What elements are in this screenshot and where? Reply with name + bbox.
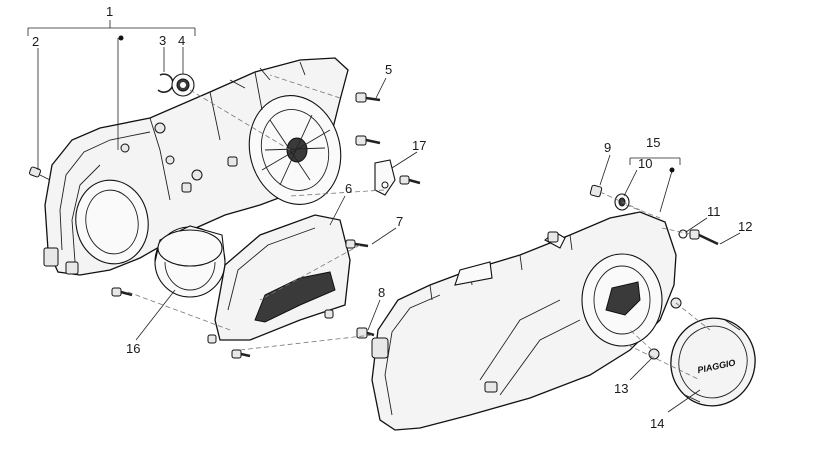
- bolt-12: [689, 229, 719, 246]
- outer-transmission-cover: [371, 211, 677, 431]
- callout-7: 7: [396, 214, 403, 229]
- bolt-9: [589, 184, 603, 198]
- callout-13: 13: [614, 381, 628, 396]
- callout-12: 12: [738, 219, 752, 234]
- callout-15: 15: [646, 135, 660, 150]
- callout-labels: 1 2 3 4 5 6 7 8 9 10 11 12 13 14 15 16 1…: [32, 4, 752, 431]
- air-duct-16: [154, 225, 226, 298]
- callout-3: 3: [159, 33, 166, 48]
- bracket-17: [374, 159, 421, 196]
- inner-crankcase-cover: [43, 57, 349, 276]
- bolt-2: [28, 166, 51, 181]
- callout-8: 8: [378, 285, 385, 300]
- assembly-lines: [127, 74, 711, 381]
- callout-14: 14: [650, 416, 664, 431]
- callout-6: 6: [345, 181, 352, 196]
- callout-10: 10: [638, 156, 652, 171]
- bearing-4: [171, 73, 195, 97]
- bolt-8: [356, 327, 375, 339]
- callout-16: 16: [126, 341, 140, 356]
- filter-housing-6: [111, 214, 369, 359]
- washer-11: [678, 229, 688, 239]
- callout-5: 5: [385, 62, 392, 77]
- circlip-3: [157, 73, 174, 93]
- leader-lines: [27, 20, 741, 413]
- callout-9: 9: [604, 140, 611, 155]
- badge-cover-14: PIAGGIO: [670, 317, 756, 407]
- callout-1: 1: [106, 4, 113, 19]
- bolts-5: [181, 92, 381, 193]
- callout-4: 4: [178, 33, 185, 48]
- callout-2: 2: [32, 34, 39, 49]
- callout-17: 17: [412, 138, 426, 153]
- callout-11: 11: [707, 204, 721, 219]
